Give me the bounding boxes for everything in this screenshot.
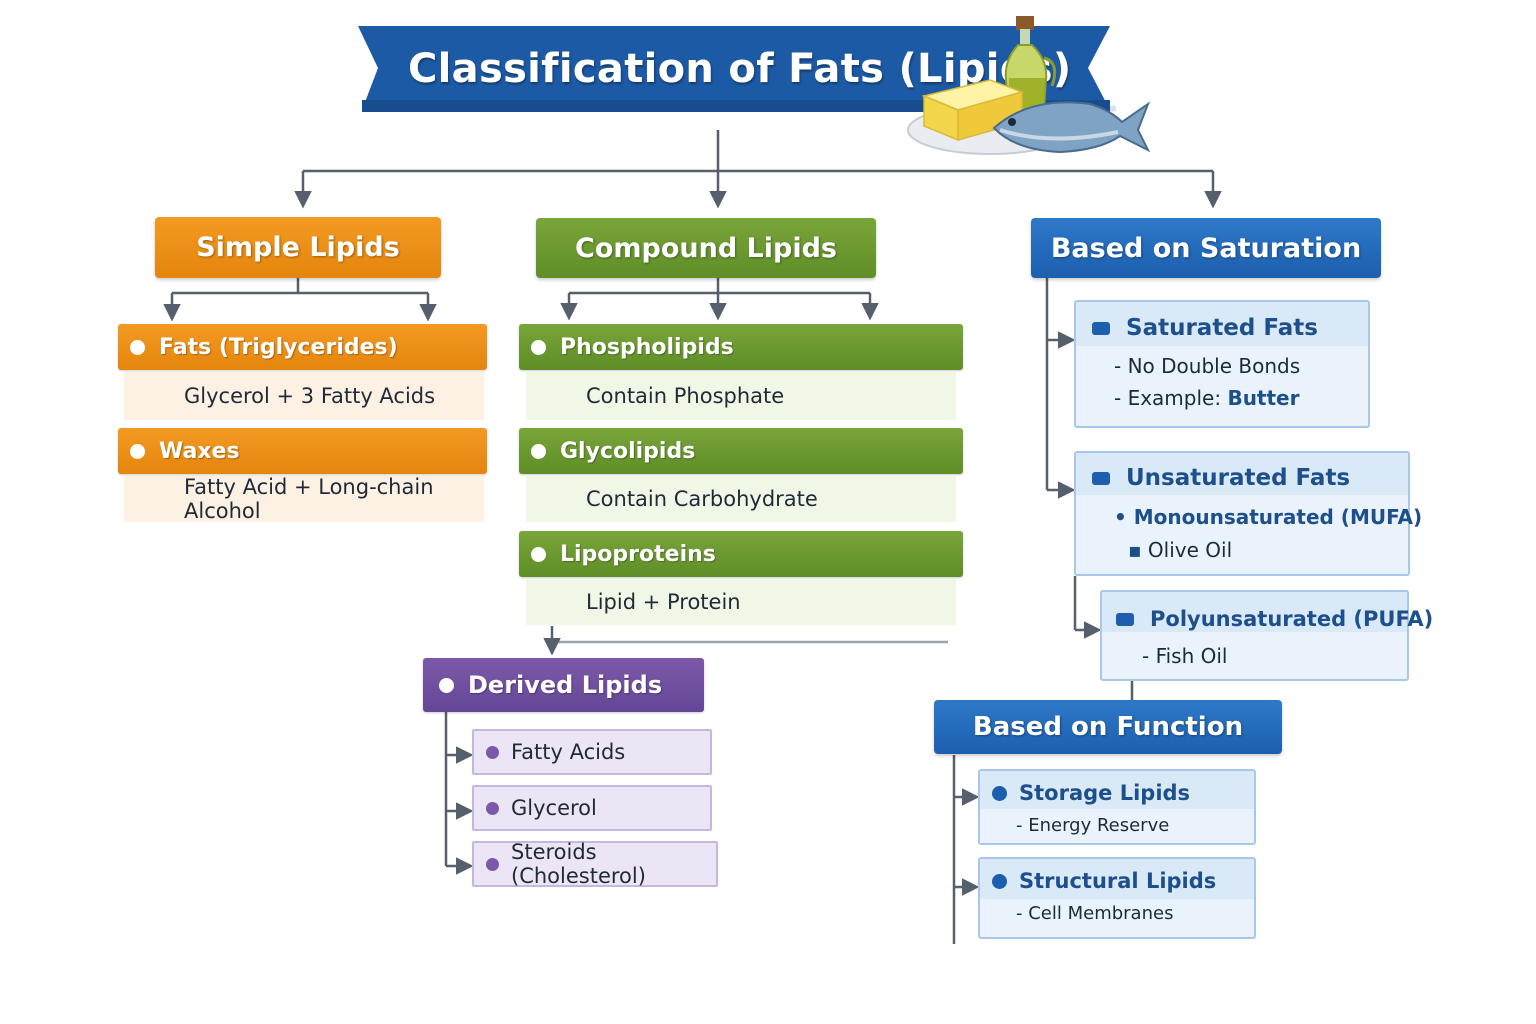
line-text: Fish Oil (1155, 644, 1228, 668)
item-label: Waxes (159, 438, 240, 464)
derived-item-fatty-acids: Fatty Acids (472, 729, 712, 775)
item-label: Glycolipids (560, 438, 696, 464)
page-title: Classification of Fats (Lipids) (408, 46, 1072, 92)
heading-label: Polyunsaturated (PUFA) (1150, 607, 1434, 631)
compound-item-lipoproteins: Lipoproteins (519, 531, 963, 577)
simple-item-detail: Glycerol + 3 Fatty Acids (124, 372, 484, 420)
category-simple-lipids: Simple Lipids (155, 217, 441, 278)
heading-label: Structural Lipids (1019, 869, 1217, 893)
square-bullet-icon (1116, 612, 1134, 626)
bullet-icon (992, 785, 1007, 801)
unsaturated-header-band (1076, 453, 1408, 495)
item-label: Fats (Triglycerides) (159, 334, 398, 360)
simple-item-waxes: Waxes (118, 428, 487, 474)
derived-item-steroids: Steroids (Cholesterol) (472, 840, 718, 888)
storage-detail-line: - Energy Reserve (1016, 815, 1170, 836)
heading-label: Saturated Fats (1126, 315, 1318, 341)
bullet-icon (531, 443, 546, 459)
storage-header-band (980, 771, 1254, 809)
item-label: Glycerol (511, 796, 597, 820)
derived-item-glycerol: Glycerol (472, 785, 712, 831)
line-text: Example: (1127, 386, 1228, 410)
category-derived-lipids: Derived Lipids (423, 658, 704, 712)
saturated-line-1: - No Double Bonds (1114, 354, 1301, 378)
bullet-icon (531, 546, 546, 562)
bullet-icon (130, 443, 145, 459)
square-bullet-icon (1092, 321, 1110, 335)
square-bullet-icon (1092, 471, 1110, 485)
item-label: Lipoproteins (560, 541, 716, 567)
example-butter: Butter (1227, 386, 1300, 410)
storage-lipids-heading: Storage Lipids (992, 776, 1190, 810)
item-label: Steroids (Cholesterol) (511, 840, 646, 888)
pufa-header-band (1102, 592, 1407, 632)
line-text: Olive Oil (1147, 538, 1233, 562)
saturated-header-band (1076, 302, 1368, 346)
bullet-icon (130, 339, 145, 355)
heading-label: Unsaturated Fats (1126, 465, 1351, 491)
compound-item-detail: Lipid + Protein (526, 579, 956, 625)
item-label: Phospholipids (560, 334, 734, 360)
compound-item-detail: Contain Carbohydrate (526, 476, 956, 522)
item-label: Fatty Acids (511, 740, 626, 764)
fish-icon (992, 101, 1151, 154)
mufa-example-line: ▪ Olive Oil (1128, 538, 1233, 562)
simple-item-detail: Fatty Acid + Long-chain Alcohol (124, 475, 484, 523)
bullet-icon (486, 857, 499, 871)
simple-item-triglycerides: Fats (Triglycerides) (118, 324, 487, 370)
line-text: Cell Membranes (1028, 903, 1174, 924)
structural-header-band (980, 859, 1254, 899)
mufa-line: • Monounsaturated (MUFA) (1114, 505, 1423, 529)
item-label: Derived Lipids (468, 671, 663, 699)
saturated-line-2: - Example: Butter (1114, 386, 1300, 410)
unsaturated-fats-heading: Unsaturated Fats (1092, 460, 1350, 496)
structural-detail-line: - Cell Membranes (1016, 903, 1174, 924)
line-text: Monounsaturated (MUFA) (1133, 505, 1423, 529)
bullet-icon (486, 745, 499, 759)
category-based-on-function: Based on Function (934, 700, 1282, 754)
line-text: No Double Bonds (1127, 354, 1301, 378)
saturated-fats-heading: Saturated Fats (1092, 310, 1318, 346)
category-based-on-saturation: Based on Saturation (1031, 218, 1381, 278)
structural-lipids-heading: Structural Lipids (992, 864, 1216, 898)
compound-item-phospholipids: Phospholipids (519, 324, 963, 370)
compound-item-detail: Contain Phosphate (526, 372, 956, 420)
bullet-icon (531, 339, 546, 355)
pufa-example-line: - Fish Oil (1142, 644, 1228, 668)
bullet-icon (439, 677, 454, 693)
bullet-icon (992, 873, 1007, 889)
butter-icon (921, 79, 1025, 142)
category-compound-lipids: Compound Lipids (536, 218, 876, 278)
pufa-heading: Polyunsaturated (PUFA) (1116, 601, 1433, 637)
compound-item-glycolipids: Glycolipids (519, 428, 963, 474)
bullet-icon (486, 801, 499, 815)
heading-label: Storage Lipids (1019, 781, 1191, 805)
line-text: Energy Reserve (1028, 815, 1170, 836)
